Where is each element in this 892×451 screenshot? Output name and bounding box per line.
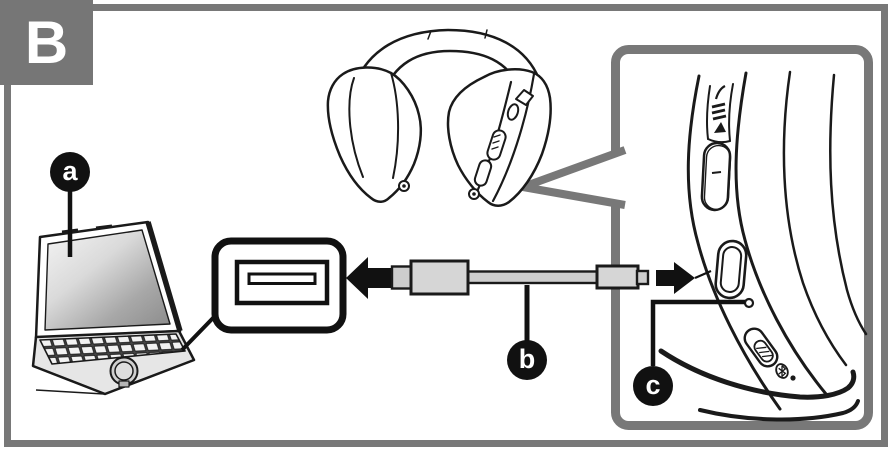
usb-a-port-callout <box>180 237 347 352</box>
step-label: B <box>24 8 69 76</box>
play-triangle-marking <box>714 122 726 133</box>
right-arrow-icon <box>656 262 695 294</box>
magnifier-wedge <box>521 146 627 209</box>
power-switch <box>743 327 779 368</box>
callout-balloon-b: b <box>507 340 547 380</box>
earcup-control-buttons <box>468 103 520 200</box>
usb-c-connector <box>595 264 650 290</box>
callout-connector-line <box>180 315 216 352</box>
minus-marking <box>711 171 722 174</box>
callout-letter-a: a <box>62 155 78 186</box>
callout-letter-c: c <box>645 369 661 400</box>
callout-letter-b: b <box>518 343 536 374</box>
left-arrow-icon <box>346 257 392 299</box>
closeup-panel-border <box>611 45 873 430</box>
callout-line-c <box>650 299 745 366</box>
volume-bar-markings <box>711 102 727 121</box>
device-edge-curves <box>658 70 868 422</box>
left-earcup <box>326 66 423 203</box>
cable-cord <box>464 270 604 285</box>
headphone-edge-closeup-panel <box>521 45 873 430</box>
step-badge: B <box>0 0 93 85</box>
bluetooth-logo-icon <box>775 363 796 381</box>
usb-charging-cable <box>390 259 650 296</box>
usb-c-charging-port <box>714 239 748 300</box>
usb-a-port-pin <box>247 272 317 285</box>
usb-a-connector <box>390 259 470 296</box>
callout-balloon-a: a <box>50 152 90 192</box>
laptop-computer <box>31 220 196 396</box>
right-earcup <box>446 68 552 207</box>
playback-markings <box>711 85 727 133</box>
callout-balloon-c: c <box>633 366 673 406</box>
minus-button <box>700 141 732 212</box>
charging-indicator-lamp <box>743 297 755 309</box>
folded-headphones <box>326 28 552 207</box>
